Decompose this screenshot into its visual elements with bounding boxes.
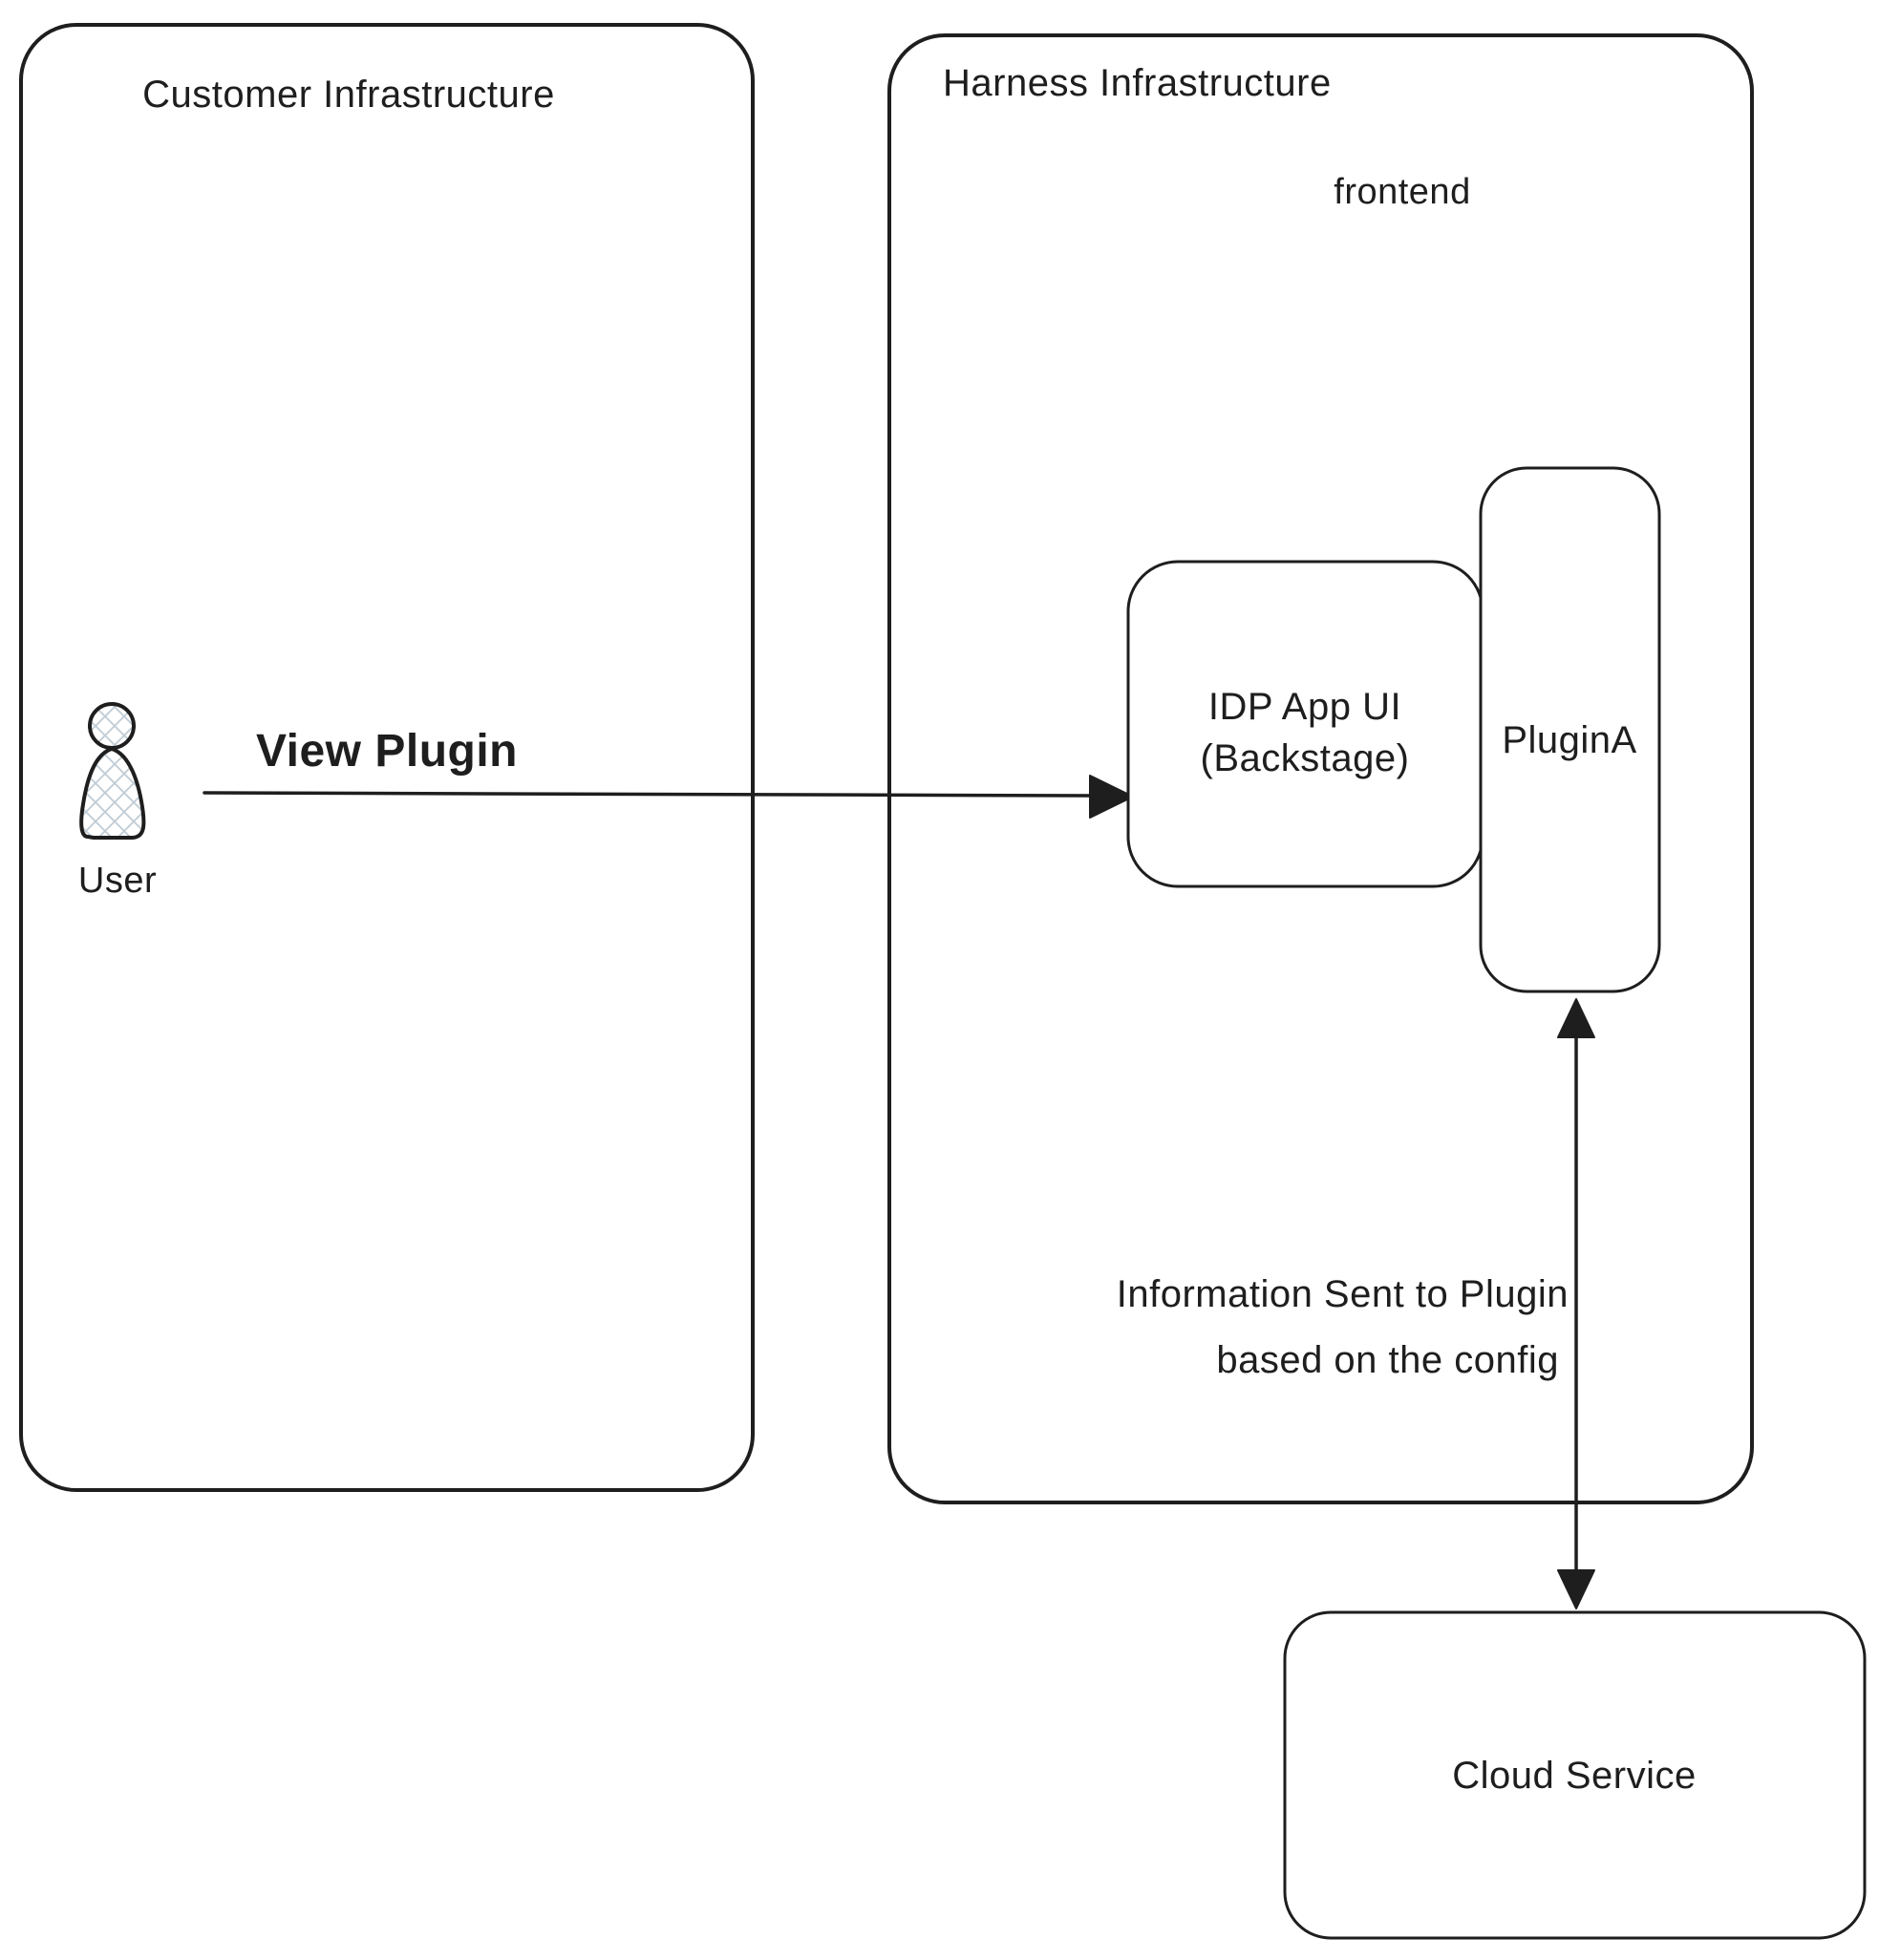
idp-app-ui-label-line1: IDP App UI [1208,686,1401,728]
customer-infrastructure-box [19,23,755,1492]
idp-app-ui-label-line2: (Backstage) [1201,737,1410,779]
info-arrowhead-down [1557,1569,1595,1609]
frontend-label: frontend [1334,172,1470,212]
customer-infrastructure-title: Customer Infrastructure [142,74,555,116]
info-arrowhead-up [1557,998,1595,1038]
user-icon [79,702,146,840]
view-plugin-arrow [203,775,1134,819]
info-label-line1: Information Sent to Plugin [1117,1273,1569,1315]
info-arrow [1557,998,1595,1609]
cloud-service-label: Cloud Service [1452,1755,1697,1797]
view-plugin-label: View Plugin [256,726,518,777]
plugin-a-box [1479,466,1661,993]
view-plugin-arrow-line [203,791,1099,798]
cloud-service-box [1283,1610,1867,1940]
info-label-line2: based on the config [1216,1339,1559,1381]
user-label: User [78,861,157,901]
user-body [79,747,146,840]
user-head [88,702,136,750]
view-plugin-arrowhead [1089,775,1134,819]
harness-infrastructure-title: Harness Infrastructure [943,62,1332,104]
plugin-a-label: PluginA [1502,719,1636,761]
